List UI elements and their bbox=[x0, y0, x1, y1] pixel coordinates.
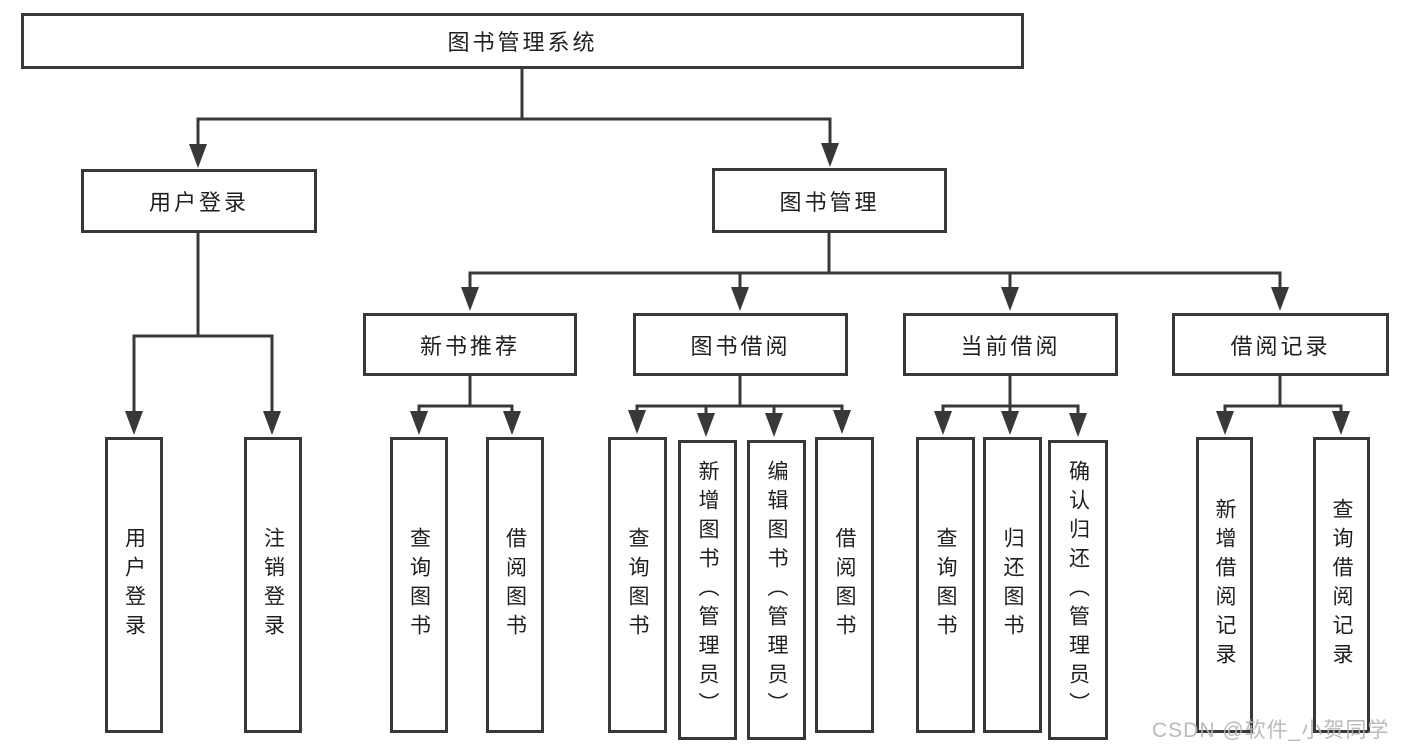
node-label: 新增图书（管理员） bbox=[696, 459, 719, 721]
leaf-records-query-record: 查询借阅记录 bbox=[1313, 437, 1370, 733]
node-label: 借阅图书 bbox=[833, 527, 856, 643]
node-new-book-recommend: 新书推荐 bbox=[363, 313, 577, 376]
leaf-user-login: 用户登录 bbox=[105, 437, 163, 733]
node-label: 查询借阅记录 bbox=[1330, 498, 1353, 672]
connector-root-to-level2 bbox=[189, 69, 839, 168]
node-label: 用户登录 bbox=[122, 527, 146, 643]
csdn-watermark: CSDN @软件_小贺同学 bbox=[1152, 719, 1390, 742]
node-label: 借阅图书 bbox=[503, 527, 527, 643]
node-label: 归还图书 bbox=[1001, 527, 1024, 643]
connector-userlogin-children bbox=[125, 232, 281, 435]
leaf-borrowing-edit-books-admin: 编辑图书（管理员） bbox=[747, 440, 806, 740]
node-label: 编辑图书（管理员） bbox=[765, 459, 788, 721]
leaf-current-return-books: 归还图书 bbox=[983, 437, 1042, 733]
node-book-management: 图书管理 bbox=[712, 168, 947, 233]
leaf-newbook-query-books: 查询图书 bbox=[390, 437, 448, 733]
node-label: 查询图书 bbox=[934, 527, 957, 643]
node-label: 图书借阅 bbox=[690, 333, 791, 359]
connector-bookmgmt-to-level3 bbox=[461, 232, 1289, 311]
node-label: 用户登录 bbox=[148, 190, 249, 215]
leaf-borrowing-add-books-admin: 新增图书（管理员） bbox=[678, 440, 737, 740]
node-label: 注销登录 bbox=[261, 527, 285, 643]
leaf-borrowing-query-books: 查询图书 bbox=[608, 437, 667, 733]
node-label: 查询图书 bbox=[407, 527, 431, 643]
leaf-newbook-borrow-books: 借阅图书 bbox=[486, 437, 544, 733]
node-label: 查询图书 bbox=[626, 527, 649, 643]
connector-borrowing-children bbox=[628, 376, 851, 437]
node-borrow-records: 借阅记录 bbox=[1172, 313, 1389, 376]
connector-records-children bbox=[1216, 376, 1350, 435]
leaf-current-query-books: 查询图书 bbox=[916, 437, 975, 733]
node-label: 图书管理系统 bbox=[447, 30, 598, 55]
connector-newbook-children bbox=[410, 376, 521, 435]
node-current-borrowing: 当前借阅 bbox=[903, 313, 1118, 376]
node-label: 新书推荐 bbox=[419, 333, 520, 359]
node-label: 借阅记录 bbox=[1230, 333, 1331, 359]
node-label: 新增借阅记录 bbox=[1213, 498, 1236, 672]
node-library-system: 图书管理系统 bbox=[21, 13, 1024, 69]
node-label: 图书管理 bbox=[779, 189, 880, 215]
node-label: 确认归还（管理员） bbox=[1066, 459, 1090, 721]
leaf-records-add-record: 新增借阅记录 bbox=[1196, 437, 1253, 733]
leaf-borrowing-borrow-books: 借阅图书 bbox=[815, 437, 874, 733]
connector-current-children bbox=[934, 376, 1087, 437]
node-book-borrowing: 图书借阅 bbox=[633, 313, 848, 376]
node-label: 当前借阅 bbox=[960, 333, 1061, 359]
leaf-logout: 注销登录 bbox=[244, 437, 302, 733]
leaf-current-confirm-return-admin: 确认归还（管理员） bbox=[1048, 440, 1108, 740]
node-user-login: 用户登录 bbox=[81, 169, 317, 233]
